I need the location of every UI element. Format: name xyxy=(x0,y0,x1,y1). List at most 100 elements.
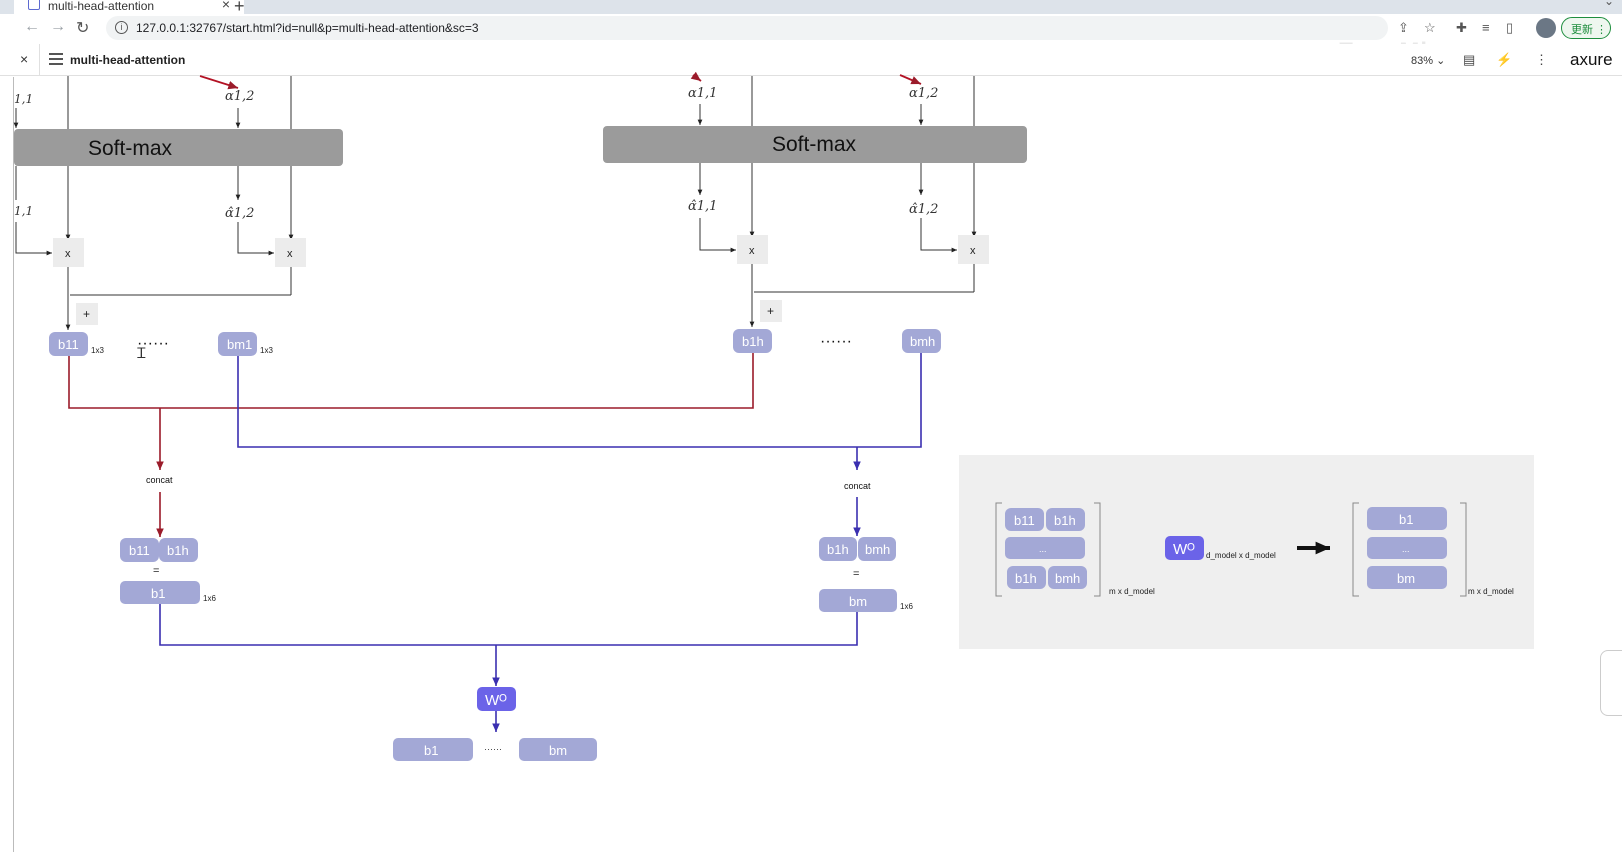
zoom-select[interactable]: 83% ⌄ xyxy=(1411,55,1446,67)
concat-routing: concat concat b11 b1h = b1 1x6 b1h bmh =… xyxy=(68,353,922,761)
b1-pill xyxy=(393,738,473,761)
browser-toolbar: ← → ↻ i 127.0.0.1:32767/start.html?id=nu… xyxy=(0,14,1622,65)
b1h-label: b1h xyxy=(742,334,764,349)
close-icon[interactable]: × xyxy=(20,51,29,67)
b1h-pill xyxy=(159,538,198,562)
b1-pill xyxy=(120,581,200,604)
bookmark-star-icon[interactable]: ☆ xyxy=(1424,20,1436,35)
b1h-label: b1h xyxy=(1015,571,1037,586)
concat-label: concat xyxy=(146,475,173,485)
axure-toolbar: × multi-head-attention 83% ⌄ ▤ ⚡ ⋮ axure xyxy=(0,44,1622,76)
reading-list-icon[interactable]: ≡ xyxy=(1482,20,1490,35)
left-attention-head: 1,1 α1,2 Soft-max 1,1 α̂1,2 x x + b11 xyxy=(13,75,343,361)
page-title: multi-head-attention xyxy=(70,53,186,67)
menu-icon[interactable] xyxy=(49,53,63,65)
notes-icon[interactable]: ▤ xyxy=(1463,52,1476,67)
right-attention-head: α1,1 α1,2 Soft-max α̂1,1 α̂1,2 x x + b1h xyxy=(603,71,1027,353)
b1-label: b1 xyxy=(1399,512,1413,527)
bmh-pill xyxy=(902,329,941,353)
profile-avatar[interactable] xyxy=(1536,18,1556,38)
red-route xyxy=(68,353,754,409)
incoming-red-arrow xyxy=(690,71,702,82)
wo-box xyxy=(477,687,516,711)
ellipsis-label: ... xyxy=(1402,544,1410,554)
share-icon[interactable]: ⇪ xyxy=(1398,20,1409,35)
alpha-hat-12-label: α̂1,2 xyxy=(225,206,254,221)
incoming-red-arrow xyxy=(199,75,239,90)
alpha-11-label: α1,1 xyxy=(688,86,717,101)
side-panel-icon[interactable]: ▯ xyxy=(1506,20,1514,35)
tab-search-chevron-icon[interactable]: ⌄ xyxy=(1603,0,1614,8)
b11-pill xyxy=(1005,508,1044,531)
alpha-12-label: α1,2 xyxy=(909,86,938,101)
b11-pill xyxy=(49,332,88,356)
softmax-bar xyxy=(14,129,343,166)
wo-box xyxy=(1165,536,1204,560)
extensions-icon[interactable]: ✚ xyxy=(1456,20,1467,35)
bm-label: bm xyxy=(849,594,867,609)
matrix-size-label: m x d_model xyxy=(1468,587,1514,596)
tab-title: multi-head-attention xyxy=(48,0,155,13)
bm-pill xyxy=(1367,566,1447,589)
size-label: 1x6 xyxy=(900,602,913,611)
blue-route xyxy=(237,353,922,448)
plus-label: + xyxy=(767,304,774,318)
clipped-alpha-label: 1,1 xyxy=(14,92,33,106)
address-bar[interactable]: i 127.0.0.1:32767/start.html?id=null&p=m… xyxy=(106,16,1388,40)
browser-tab[interactable]: multi-head-attention × xyxy=(14,0,244,14)
multiply-node xyxy=(275,238,306,267)
side-panel-handle[interactable] xyxy=(1600,650,1622,716)
left-bracket xyxy=(1352,502,1359,597)
axure-logo: axure xyxy=(1570,50,1613,69)
multiply-label: x xyxy=(65,248,71,260)
b1-label: b1 xyxy=(151,586,165,601)
plus-node xyxy=(76,303,98,325)
zoom-value: 83% xyxy=(1411,55,1434,67)
b11-label: b11 xyxy=(129,543,150,558)
plus-node xyxy=(760,300,782,322)
edge xyxy=(237,222,274,256)
site-info-icon[interactable]: i xyxy=(115,21,128,34)
alpha-hat-12-label: α̂1,2 xyxy=(909,202,938,217)
matrix-size-label: m x d_model xyxy=(1109,587,1155,596)
b1h-label: b1h xyxy=(827,542,849,557)
softmax-label: Soft-max xyxy=(88,137,173,160)
b11-pill xyxy=(120,538,159,562)
incoming-red-arrow xyxy=(899,74,922,85)
bm1-pill xyxy=(218,332,257,356)
page-favicon-icon xyxy=(28,0,40,10)
multiply-node xyxy=(737,235,768,264)
left-page-edge xyxy=(0,77,14,852)
bm-label: bm xyxy=(549,743,567,758)
tab-close-icon[interactable]: × xyxy=(221,0,230,12)
update-button[interactable]: 更新 ⋮ xyxy=(1561,17,1611,39)
bmh-label: bmh xyxy=(865,542,890,557)
url-text: 127.0.0.1:32767/start.html?id=null&p=mul… xyxy=(136,21,479,35)
ellipsis-pill xyxy=(1367,537,1447,559)
reload-icon[interactable]: ↻ xyxy=(76,20,90,37)
text-cursor-icon: Ꮖ xyxy=(137,345,146,361)
softmax-bar xyxy=(603,126,1027,163)
hotspot-icon[interactable]: ⚡ xyxy=(1496,52,1513,67)
b1h-label: b1h xyxy=(167,543,189,558)
left-bracket xyxy=(995,502,1002,597)
b11-label: b11 xyxy=(58,337,79,352)
bm-pill xyxy=(819,589,897,612)
bm-label: bm xyxy=(1397,571,1415,586)
dots-label: ······ xyxy=(484,744,502,754)
new-tab-icon[interactable]: + xyxy=(234,0,245,16)
b1-pill xyxy=(1367,507,1447,530)
wo-label: Wᴼ xyxy=(1173,541,1195,558)
softmax-label: Soft-max xyxy=(772,133,857,156)
forward-icon[interactable]: → xyxy=(50,18,66,35)
back-icon[interactable]: ← xyxy=(24,18,40,35)
edge xyxy=(15,222,52,256)
matrix-size-label: d_model x d_model xyxy=(1206,551,1276,560)
equals-label: = xyxy=(853,568,859,580)
alpha-hat-11-label: α̂1,1 xyxy=(688,199,717,214)
b1-label: b1 xyxy=(424,743,438,758)
more-icon[interactable]: ⋮ xyxy=(1535,52,1548,67)
b1h-label: b1h xyxy=(1054,513,1076,528)
b11-label: b11 xyxy=(1014,513,1035,528)
